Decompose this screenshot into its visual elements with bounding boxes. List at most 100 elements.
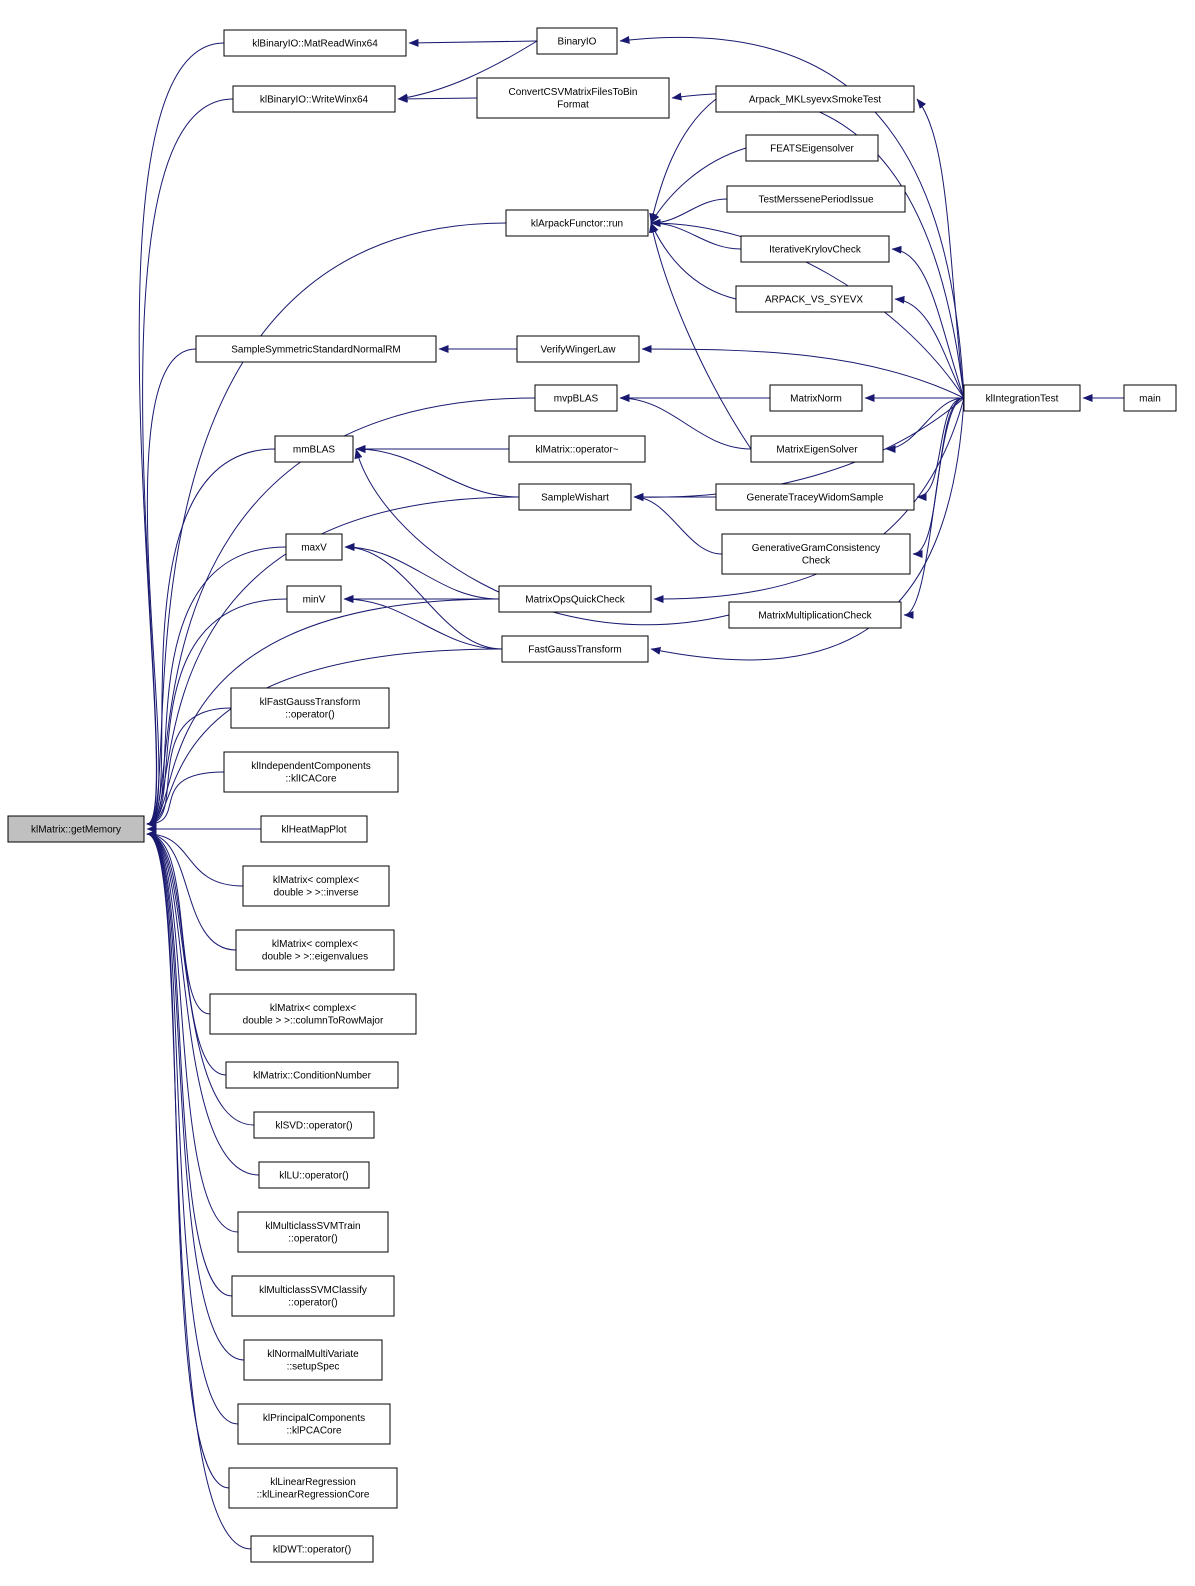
node-svd-operator[interactable]: klSVD::operator() xyxy=(253,1111,375,1139)
node-svm-train[interactable]: klMulticlassSVMTrain::operator() xyxy=(237,1211,389,1253)
node-write-winx64[interactable]: klBinaryIO::WriteWinx64 xyxy=(232,85,396,113)
edge-sample-wishart-to-get-memory xyxy=(146,496,520,828)
node-sample-sym[interactable]: SampleSymmetricStandardNormalRM xyxy=(195,335,437,363)
node-binary-io[interactable]: BinaryIO xyxy=(536,27,618,55)
node-matrix-norm[interactable]: MatrixNorm xyxy=(769,384,863,412)
node-mm-blas[interactable]: mmBLAS xyxy=(274,435,354,463)
node-fast-gauss[interactable]: FastGaussTransform xyxy=(501,635,649,663)
edge-inverse-to-get-memory xyxy=(146,830,244,887)
node-label: FastGaussTransform xyxy=(528,645,622,656)
node-label: main xyxy=(1139,394,1161,405)
node-label: klIndependentComponents::klICACore xyxy=(251,761,371,785)
node-label: klMatrix< complex<double > >::inverse xyxy=(273,875,359,899)
node-svm-classify[interactable]: klMulticlassSVMClassify::operator() xyxy=(231,1275,395,1317)
edge-arpack-run-to-get-memory xyxy=(146,222,507,828)
node-box xyxy=(505,209,649,237)
edge-eigenvalues-to-get-memory xyxy=(146,830,237,951)
node-ica-core[interactable]: klIndependentComponents::klICACore xyxy=(223,751,399,793)
node-pca-core[interactable]: klPrincipalComponents::klPCACore xyxy=(237,1403,391,1445)
node-arpack-vs-syevx[interactable]: ARPACK_VS_SYEVX xyxy=(735,285,893,313)
node-label: klMulticlassSVMClassify::operator() xyxy=(259,1285,367,1309)
node-box xyxy=(230,687,390,729)
node-main[interactable]: main xyxy=(1123,384,1177,412)
node-box xyxy=(1123,384,1177,412)
node-box xyxy=(285,533,343,561)
node-verify-winger[interactable]: VerifyWingerLaw xyxy=(516,335,640,363)
node-arpack-smoke[interactable]: Arpack_MKLsyevxSmokeTest xyxy=(715,85,915,113)
node-label: klMatrix< complex<double > >::columnToRo… xyxy=(243,1003,384,1027)
node-arpack-run[interactable]: klArpackFunctor::run xyxy=(505,209,649,237)
node-maxv[interactable]: maxV xyxy=(285,533,343,561)
node-label: MatrixNorm xyxy=(790,394,842,405)
edge-matrix-eigen-to-mvp-blas xyxy=(619,394,752,450)
node-matrix-mult-check[interactable]: MatrixMultiplicationCheck xyxy=(728,601,902,629)
edge-fast-gauss-to-minv xyxy=(343,595,503,650)
node-lu-operator[interactable]: klLU::operator() xyxy=(258,1161,370,1189)
node-feats[interactable]: FEATSEigensolver xyxy=(745,134,879,162)
edge-convert-csv-to-write-winx64 xyxy=(397,94,478,103)
node-label: BinaryIO xyxy=(558,37,597,48)
node-matrix-eigen[interactable]: MatrixEigenSolver xyxy=(750,435,884,463)
node-inverse[interactable]: klMatrix< complex<double > >::inverse xyxy=(242,865,390,907)
node-box xyxy=(715,85,915,113)
node-eigenvalues[interactable]: klMatrix< complex<double > >::eigenvalue… xyxy=(235,929,395,971)
node-mvp-blas[interactable]: mvpBLAS xyxy=(534,384,618,412)
node-label: klMatrix::getMemory xyxy=(31,825,121,836)
node-normal-mv[interactable]: klNormalMultiVariate::setupSpec xyxy=(243,1339,383,1381)
node-box xyxy=(769,384,863,412)
edge-normal-mv-to-get-memory xyxy=(146,830,245,1361)
edge-integration-test-to-verify-winger xyxy=(641,345,965,399)
edge-matrix-ops-qc-to-get-memory xyxy=(146,598,500,828)
node-box xyxy=(476,77,670,119)
edge-mat-read-to-get-memory xyxy=(138,42,225,828)
node-fgt-operator[interactable]: klFastGaussTransform::operator() xyxy=(230,687,390,729)
edge-arpack-smoke-to-arpack-run xyxy=(649,98,717,224)
node-dwt-operator[interactable]: klDWT::operator() xyxy=(250,1535,374,1563)
node-mat-read[interactable]: klBinaryIO::MatReadWinx64 xyxy=(223,29,407,57)
edge-mm-blas-to-get-memory xyxy=(146,448,276,828)
node-matrix-ops-qc[interactable]: MatrixOpsQuickCheck xyxy=(498,585,652,613)
node-operator-conj[interactable]: klMatrix::operator~ xyxy=(508,435,646,463)
node-condition-number[interactable]: klMatrix::ConditionNumber xyxy=(225,1061,399,1089)
node-box xyxy=(274,435,354,463)
node-get-memory[interactable]: klMatrix::getMemory xyxy=(7,815,145,843)
node-box xyxy=(232,85,396,113)
node-box xyxy=(195,335,437,363)
edge-binary-io-to-mat-read xyxy=(408,38,538,47)
node-gen-tracey[interactable]: GenerateTraceyWidomSample xyxy=(715,483,915,511)
edge-svm-classify-to-get-memory xyxy=(146,830,233,1297)
edge-test-merssene-to-arpack-run xyxy=(650,198,728,227)
node-label: klMatrix::operator~ xyxy=(535,445,618,456)
edge-svd-operator-to-get-memory xyxy=(146,830,255,1126)
node-label: MatrixOpsQuickCheck xyxy=(525,595,625,606)
node-box xyxy=(237,1211,389,1253)
node-label: GenerateTraceyWidomSample xyxy=(747,493,884,504)
node-box xyxy=(225,1061,399,1089)
node-linreg-core[interactable]: klLinearRegression::klLinearRegressionCo… xyxy=(228,1467,398,1509)
node-heat-map[interactable]: klHeatMapPlot xyxy=(260,815,368,843)
edge-dwt-operator-to-get-memory xyxy=(146,830,252,1550)
edge-ica-core-to-get-memory xyxy=(146,771,225,828)
node-box xyxy=(235,929,395,971)
node-col-to-row[interactable]: klMatrix< complex<double > >::columnToRo… xyxy=(209,993,417,1035)
node-iter-krylov[interactable]: IterativeKrylovCheck xyxy=(740,235,890,263)
node-integration-test[interactable]: klIntegrationTest xyxy=(963,384,1081,412)
edge-matrix-ops-qc-to-maxv xyxy=(344,543,500,600)
node-test-merssene[interactable]: TestMerssenePeriodIssue xyxy=(726,185,906,213)
edge-col-to-row-to-get-memory xyxy=(146,830,211,1015)
node-box xyxy=(231,1275,395,1317)
node-minv[interactable]: minV xyxy=(286,585,342,613)
node-box xyxy=(963,384,1081,412)
node-label: klNormalMultiVariate::setupSpec xyxy=(267,1349,359,1373)
node-label: IterativeKrylovCheck xyxy=(769,245,862,256)
node-box xyxy=(501,635,649,663)
node-label: Arpack_MKLsyevxSmokeTest xyxy=(749,95,881,106)
node-box xyxy=(260,815,368,843)
node-sample-wishart[interactable]: SampleWishart xyxy=(518,483,632,511)
edge-sample-sym-to-get-memory xyxy=(146,348,197,828)
edge-integration-test-to-arpack-run xyxy=(650,219,965,399)
